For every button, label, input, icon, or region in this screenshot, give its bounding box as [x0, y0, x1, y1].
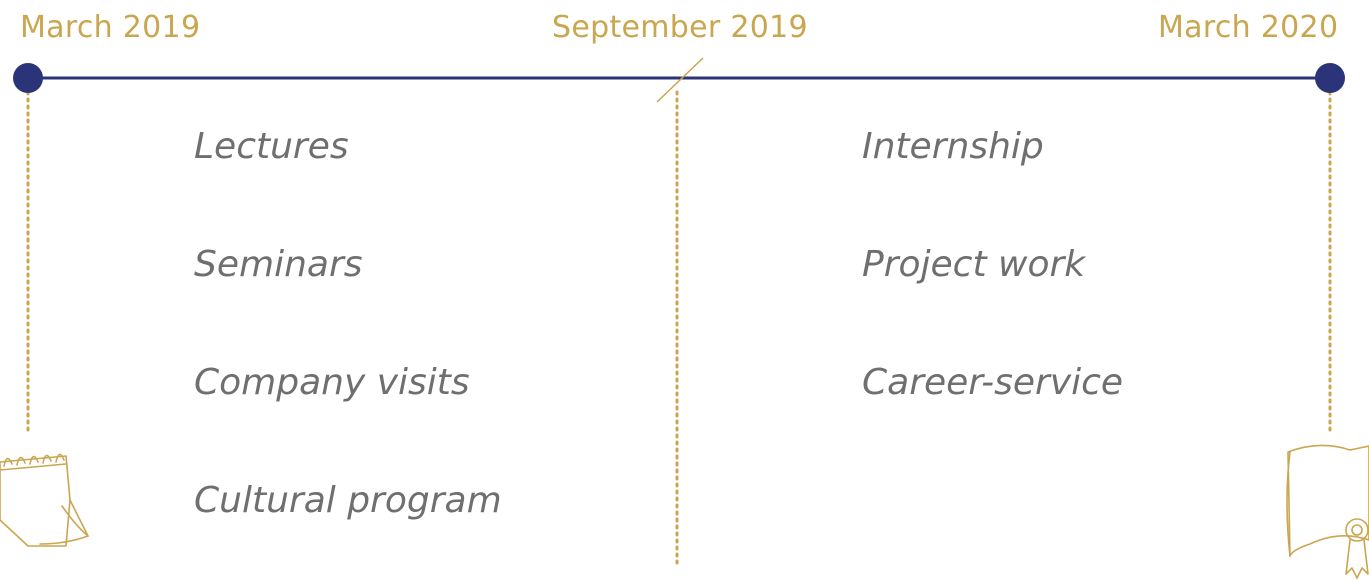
phase-one-item: Company visits: [194, 362, 470, 403]
phase-two-item: Career-service: [862, 362, 1124, 403]
date-middle-label: September 2019: [552, 10, 808, 45]
timeline-node-start: [13, 63, 43, 93]
phase-two-item: Project work: [862, 244, 1086, 285]
phase-one-item: Seminars: [194, 244, 363, 285]
phase-two-item: Internship: [862, 126, 1044, 167]
date-start-label: March 2019: [20, 10, 201, 45]
phase-one-item: Cultural program: [194, 480, 502, 521]
milestone-break-marker: [656, 57, 704, 103]
calendar-icon: [0, 453, 89, 547]
timeline-node-end: [1315, 63, 1345, 93]
certificate-icon: [1286, 444, 1369, 579]
date-end-label: March 2020: [1158, 10, 1339, 45]
phase-one-item: Lectures: [194, 126, 349, 167]
